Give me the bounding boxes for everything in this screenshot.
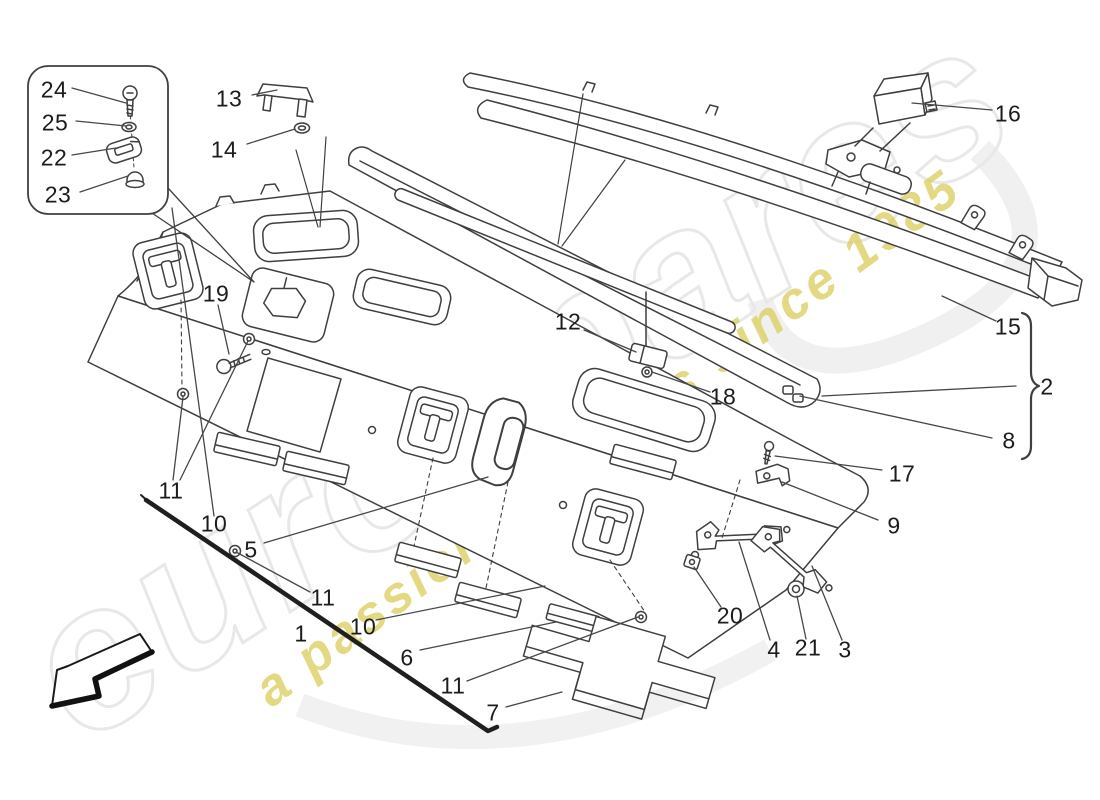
sunshade-assembly [462, 72, 1083, 307]
hole [558, 500, 568, 510]
trim-connector [782, 385, 794, 395]
hole [367, 425, 377, 435]
anchor-cover-right [571, 488, 645, 566]
leader-item-1 [140, 494, 500, 734]
speaker-grille-center [352, 268, 452, 326]
hardware-inset-box [27, 65, 255, 283]
trim-connector [792, 393, 804, 403]
nut-23 [125, 171, 145, 189]
sunshade-mount-tab [960, 204, 986, 231]
sunshade-motor [825, 139, 913, 195]
brace-item-2 [1020, 311, 1041, 461]
sunshade-mount-tab [1008, 234, 1034, 261]
sunshade-end-block [1027, 257, 1083, 307]
cross-pad [522, 615, 716, 720]
speaker-grille-right [571, 367, 717, 453]
nut-18 [641, 366, 653, 378]
assembly-dashed-lines [180, 299, 741, 613]
grommet [634, 610, 648, 624]
anchor-cover-left [132, 232, 204, 310]
anchor-cover-middle [396, 386, 470, 464]
screw-19 [216, 353, 252, 375]
relay-module [873, 72, 938, 125]
washer-small [261, 348, 271, 356]
rear-trim-panel [347, 146, 821, 408]
grommet [228, 544, 242, 558]
orientation-arrow [49, 633, 155, 709]
label-patch [246, 357, 342, 453]
washer-25 [121, 121, 137, 133]
belt-guide-funnel [471, 397, 527, 487]
handle-13 [256, 83, 314, 118]
anchor-opening [241, 267, 335, 343]
washer-14 [293, 122, 311, 134]
bracket-4 [695, 521, 791, 551]
clip-20 [683, 553, 701, 571]
screw-24 [122, 85, 138, 117]
leader-lines [71, 87, 1017, 708]
clip-22 [105, 136, 143, 164]
grommet [242, 332, 256, 346]
grommet [176, 387, 190, 401]
bracket-3 [750, 525, 833, 594]
nut-21 [787, 580, 805, 598]
parcel-shelf-panel [87, 183, 869, 659]
screw-17 [763, 440, 775, 465]
speaker-grille-left [252, 209, 360, 263]
clip-12 [628, 291, 668, 370]
